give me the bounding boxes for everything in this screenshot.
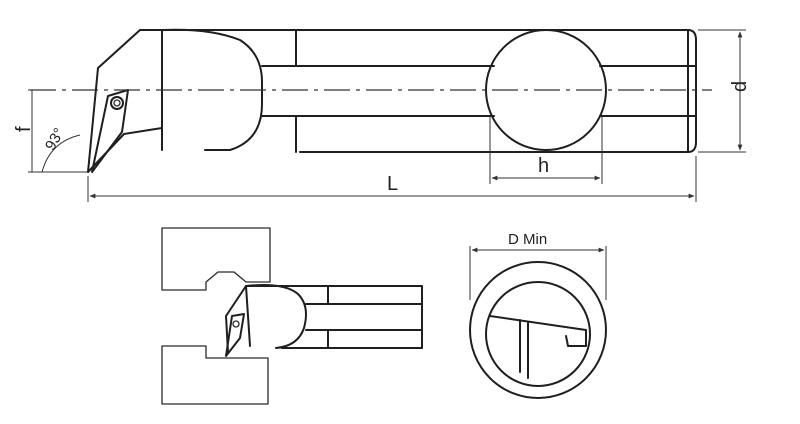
dimension-f: f	[13, 89, 88, 173]
bore-outer	[469, 261, 607, 399]
label-angle: 93°	[42, 125, 68, 153]
bar-side-view	[30, 28, 712, 173]
bar-head-in-bore	[225, 285, 251, 353]
insert-in-bore	[225, 313, 245, 357]
insert	[91, 89, 129, 173]
end-view	[469, 261, 607, 399]
shank-lines	[261, 29, 697, 153]
dimension-d: d	[698, 29, 751, 153]
dimension-angle: 93°	[41, 125, 81, 173]
label-L: L	[387, 173, 398, 195]
workpiece-lower	[161, 345, 269, 405]
dimension-h: h	[489, 116, 603, 184]
label-d: d	[729, 81, 751, 92]
bar-outline	[87, 29, 697, 173]
dimension-L: L	[87, 156, 697, 202]
bar-flat-and-insert	[489, 315, 587, 379]
dimension-d-min: D Min	[469, 231, 607, 300]
workpiece-upper	[161, 227, 271, 291]
bar-section	[485, 281, 591, 387]
label-d-min: D Min	[508, 231, 547, 248]
workpiece-section-view	[161, 227, 423, 405]
label-h: h	[538, 155, 549, 177]
label-f: f	[13, 126, 35, 132]
head-flank	[87, 127, 163, 173]
bar-in-bore	[245, 284, 423, 349]
